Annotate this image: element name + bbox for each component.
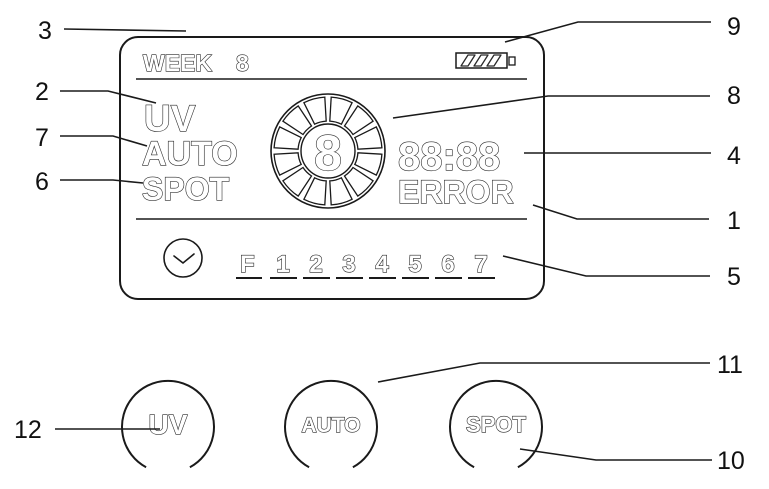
- spot-button[interactable]: SPOT: [449, 379, 543, 469]
- time-display: 88:88: [398, 135, 500, 179]
- callout-5: 5: [727, 263, 741, 291]
- ring-segment-1: [353, 152, 383, 176]
- leader-7: [60, 135, 148, 147]
- leader-2: [60, 90, 157, 104]
- auto-button[interactable]: AUTO: [284, 379, 378, 469]
- callout-12: 12: [14, 416, 42, 444]
- day-digit-6: 6: [441, 251, 454, 278]
- battery-icon: [455, 52, 516, 69]
- ring-segment-5: [281, 166, 313, 198]
- day-digit-4: 4: [375, 251, 389, 278]
- mode-uv-label: UV: [144, 98, 196, 139]
- error-label: ERROR: [398, 174, 514, 210]
- day-digit-2: 2: [309, 251, 322, 278]
- ring-segment-7: [273, 126, 303, 150]
- ring-segment-8: [281, 104, 313, 136]
- callout-11: 11: [717, 351, 743, 379]
- day-digit-5: 5: [408, 251, 421, 278]
- ring-segment-2: [343, 166, 375, 198]
- battery-bar-1: [460, 54, 476, 67]
- battery-bar-3: [486, 54, 502, 67]
- uv-button[interactable]: UV: [121, 379, 215, 469]
- battery-bar-2: [473, 54, 489, 67]
- spot-button-label: SPOT: [466, 412, 526, 437]
- callout-8: 8: [727, 82, 741, 110]
- callout-6: 6: [35, 168, 49, 196]
- clock-icon: [163, 238, 203, 278]
- leader-6: [60, 179, 144, 184]
- leader-lines: [55, 21, 712, 461]
- uv-button-label: UV: [149, 409, 188, 440]
- ring-segment-11: [343, 104, 375, 136]
- day-digit-7: 7: [474, 251, 487, 278]
- ring-segment-6: [273, 152, 303, 176]
- callout-1: 1: [727, 207, 741, 235]
- leader-5: [502, 255, 710, 277]
- center-digit: 8: [314, 125, 342, 181]
- auto-button-label: AUTO: [301, 414, 360, 437]
- leader-9: [504, 21, 711, 43]
- callout-2: 2: [35, 78, 49, 106]
- day-prefix-label: F: [240, 251, 255, 278]
- leader-3: [63, 28, 187, 32]
- week-label: WEEK: [143, 50, 212, 76]
- leader-11: [377, 362, 710, 383]
- mode-auto-label: AUTO: [142, 135, 238, 173]
- day-digit-1: 1: [276, 251, 289, 278]
- leader-10: [519, 448, 712, 461]
- leader-1: [532, 204, 709, 220]
- callout-9: 9: [727, 13, 741, 41]
- ring-segment-12: [353, 126, 383, 150]
- callout-3: 3: [38, 17, 52, 45]
- ring-segment-9: [303, 96, 327, 126]
- day-digit-3: 3: [342, 251, 355, 278]
- ring-segment-4: [303, 176, 327, 206]
- mode-spot-label: SPOT: [142, 171, 230, 207]
- callout-7: 7: [35, 124, 49, 152]
- ring-segment-10: [329, 96, 353, 126]
- callout-4: 4: [727, 142, 741, 170]
- ring-segment-indicator: [270, 93, 386, 209]
- ring-segment-3: [329, 176, 353, 206]
- callout-10: 10: [717, 447, 745, 475]
- leader-8: [392, 95, 710, 119]
- week-digit: 8: [236, 50, 249, 76]
